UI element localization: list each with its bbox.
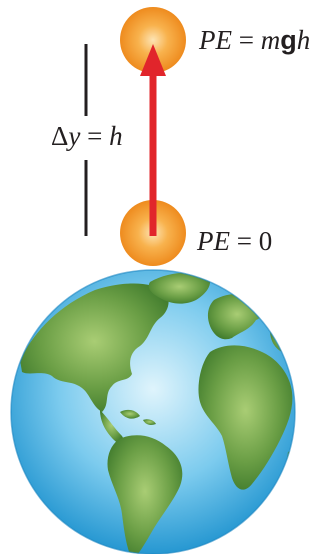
label-height-change: Δy = h: [51, 123, 123, 150]
label-top-potential-energy: PE = mgh: [199, 27, 310, 54]
label-bottom-potential-energy: PE = 0: [197, 228, 272, 255]
earth-icon: [11, 270, 304, 554]
